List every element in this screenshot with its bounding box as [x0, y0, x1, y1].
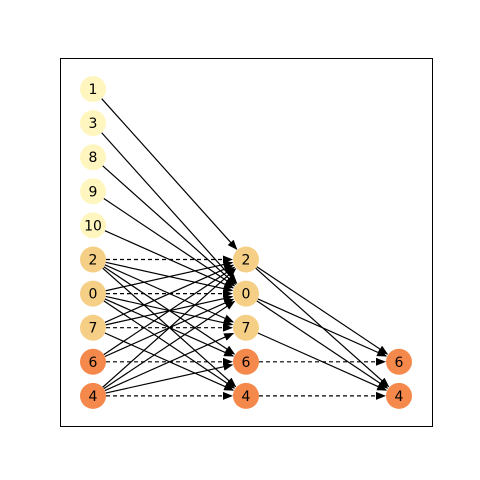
node-L0-9: 9 — [80, 178, 106, 205]
plot-frame — [60, 58, 433, 427]
node-circle — [80, 178, 106, 205]
edge-L0-4-to-L1-2 — [102, 268, 237, 388]
edge-L1-2-to-L2-6 — [256, 266, 389, 355]
node-circle — [233, 246, 259, 273]
node-label: 10 — [84, 218, 102, 234]
node-circle — [80, 382, 106, 409]
node-L0-7: 7 — [80, 314, 106, 341]
node-label: 2 — [242, 253, 251, 269]
node-circle — [386, 348, 412, 375]
node-L1-4: 4 — [233, 382, 259, 409]
edge-L0-4-to-L1-7 — [104, 332, 235, 392]
node-label: 4 — [395, 389, 404, 405]
node-L0-3: 3 — [80, 110, 106, 137]
node-label: 6 — [89, 355, 98, 371]
node-circle — [233, 348, 259, 375]
node-circle — [80, 110, 106, 137]
edge-L0-4-to-L1-6 — [105, 362, 234, 394]
node-label: 0 — [89, 287, 98, 303]
node-label: 9 — [89, 184, 98, 200]
node-label: 2 — [89, 253, 98, 269]
edge-L1-0-to-L2-6 — [257, 298, 388, 357]
node-L2-4: 4 — [386, 382, 412, 409]
node-circle — [80, 144, 106, 171]
node-label: 6 — [242, 355, 251, 371]
node-L0-8: 8 — [80, 144, 106, 171]
node-circle — [80, 246, 106, 273]
node-L1-7: 7 — [233, 314, 259, 341]
node-circle — [80, 348, 106, 375]
node-L1-0: 0 — [233, 280, 259, 307]
node-circle — [233, 314, 259, 341]
edge-L0-9-to-L1-0 — [103, 198, 236, 287]
node-circle — [233, 382, 259, 409]
edge-L1-0-to-L2-4 — [256, 300, 389, 389]
node-L0-2: 2 — [80, 246, 106, 273]
node-L1-2: 2 — [233, 246, 259, 273]
node-circle — [233, 280, 259, 307]
node-L0-10: 10 — [80, 212, 106, 239]
edge-L0-6-to-L1-2 — [103, 266, 236, 356]
node-label: 8 — [89, 150, 98, 166]
node-L0-4: 4 — [80, 382, 106, 409]
edge-L0-8-to-L1-0 — [102, 165, 237, 285]
node-circle — [80, 280, 106, 307]
node-label: 4 — [89, 389, 98, 405]
edge-L0-4-to-L1-0 — [103, 300, 236, 390]
edge-L0-7-to-L1-2 — [104, 264, 235, 323]
edges-layer — [101, 98, 390, 400]
edge-L0-0-to-L1-2 — [105, 260, 234, 292]
node-label: 7 — [89, 321, 98, 337]
node-circle — [80, 212, 106, 239]
node-L0-0: 0 — [80, 280, 106, 307]
node-label: 6 — [395, 355, 404, 371]
edge-L0-1-to-L1-2 — [101, 98, 238, 250]
node-L0-1: 1 — [80, 76, 106, 102]
node-label: 7 — [242, 321, 251, 337]
nodes-layer: 1 3 8 9 10 2 0 7 6 4 2 0 7 6 4 6 4 — [80, 76, 412, 409]
node-circle — [80, 314, 106, 341]
node-circle — [80, 76, 106, 102]
node-label: 1 — [89, 82, 98, 98]
edge-L0-3-to-L1-0 — [101, 132, 238, 284]
node-label: 4 — [242, 389, 251, 405]
node-L2-6: 6 — [386, 348, 412, 375]
node-label: 0 — [242, 287, 251, 303]
node-label: 3 — [89, 116, 98, 132]
node-L1-6: 6 — [233, 348, 259, 375]
node-L0-6: 6 — [80, 348, 106, 375]
node-circle — [386, 382, 412, 409]
